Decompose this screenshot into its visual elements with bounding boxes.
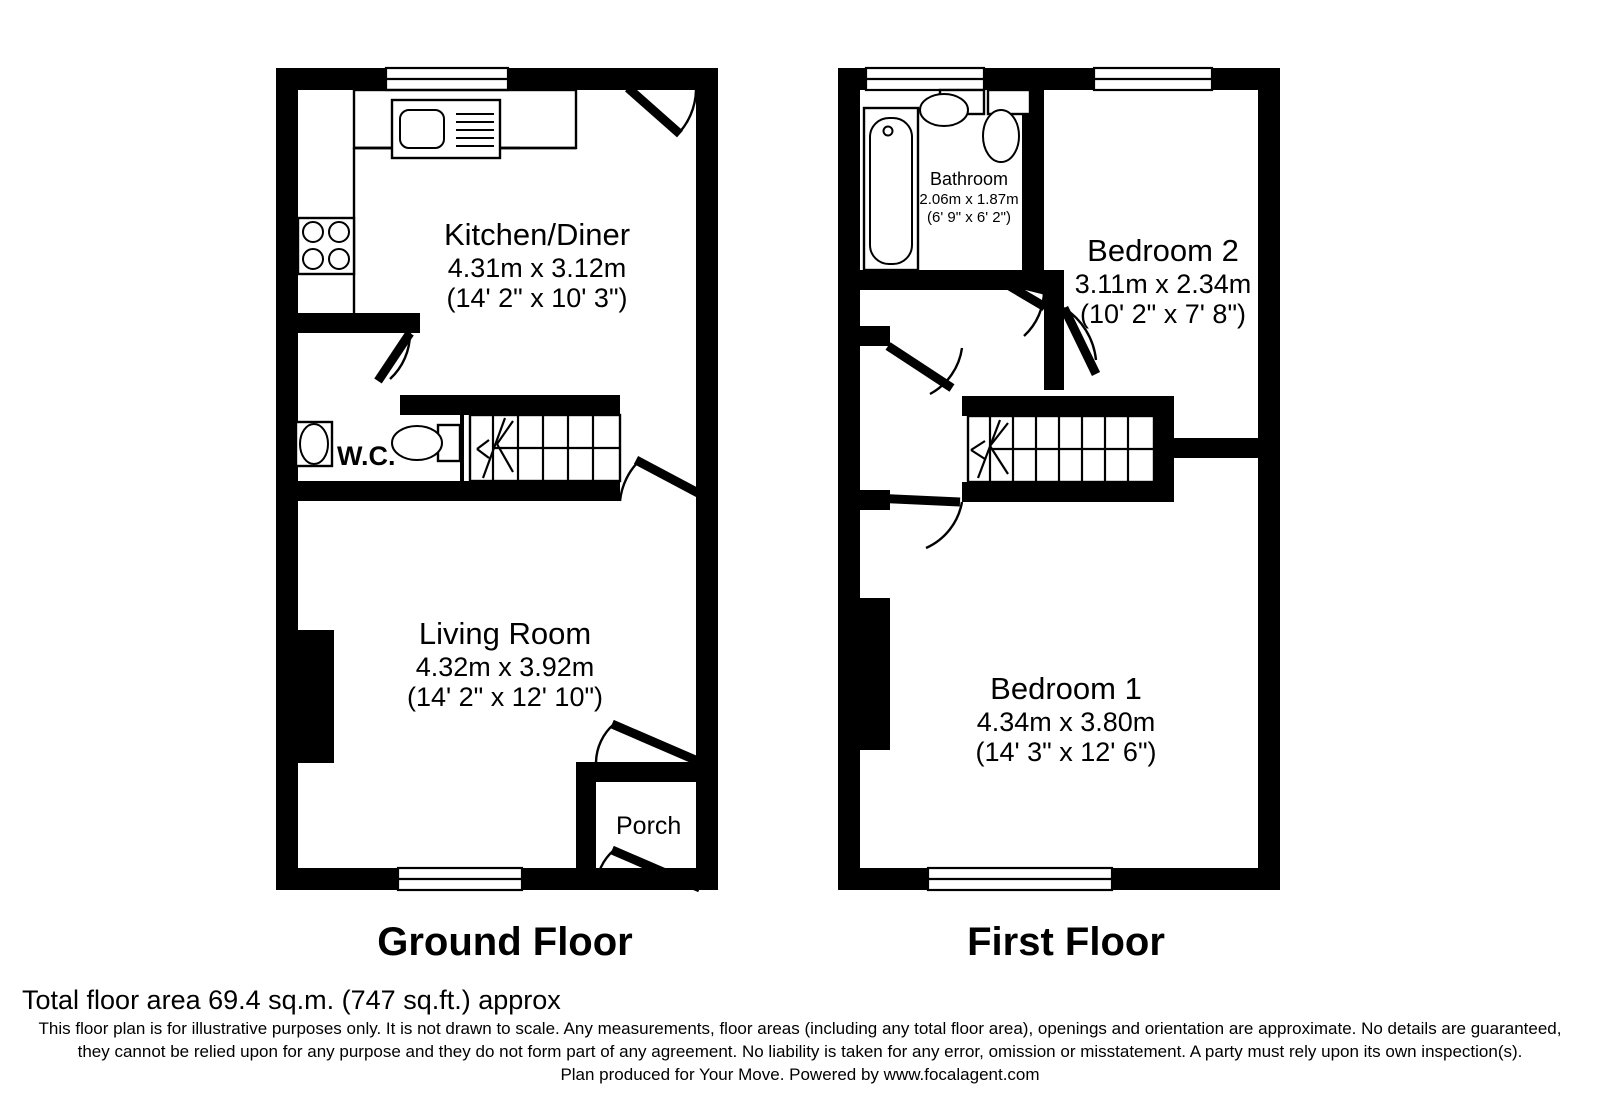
sink-icon	[390, 98, 502, 160]
bath-icon	[862, 106, 920, 272]
first-floor-doors	[860, 273, 1101, 550]
first-floor-labels: Bathroom 2.06m x 1.87m (6' 9" x 6' 2") B…	[919, 169, 1251, 964]
bedroom-1-dim-metric: 4.34m x 3.80m	[977, 707, 1156, 737]
ground-floor-labels: Kitchen/Diner 4.31m x 3.12m (14' 2" x 10…	[337, 217, 681, 964]
living-room-dim-metric: 4.32m x 3.92m	[416, 652, 595, 682]
bathroom-fittings	[862, 88, 1032, 272]
first-floor-windows	[864, 66, 1214, 892]
ground-floor-plan: Kitchen/Diner 4.31m x 3.12m (14' 2" x 10…	[276, 66, 718, 964]
disclaimer-line-1: This floor plan is for illustrative purp…	[38, 1019, 1562, 1038]
kitchen-window	[384, 66, 510, 92]
bedroom1-window	[926, 866, 1114, 892]
bathroom-dim-metric: 2.06m x 1.87m	[919, 191, 1018, 208]
kitchen-diner-dim-metric: 4.31m x 3.12m	[448, 253, 627, 283]
bedroom-1-name: Bedroom 1	[990, 671, 1142, 706]
bedroom2-window	[1092, 66, 1214, 92]
ground-floor-staircase	[468, 413, 622, 483]
bathroom-window	[864, 66, 986, 92]
credit-line: Plan produced for Your Move. Powered by …	[560, 1065, 1040, 1084]
bathroom-door	[993, 273, 1048, 337]
bedroom2-door	[1059, 306, 1101, 376]
bathroom-name: Bathroom	[930, 169, 1008, 189]
bathroom-toilet-icon	[982, 88, 1032, 163]
ground-floor-doors	[374, 68, 703, 893]
porch-inner-door	[594, 719, 702, 767]
bedroom-2-dim-metric: 3.11m x 2.34m	[1075, 269, 1252, 299]
wc-toilet-icon	[391, 423, 462, 463]
kitchen-diner-name: Kitchen/Diner	[444, 217, 630, 252]
porch-outer-door	[594, 845, 702, 893]
porch-label: Porch	[616, 812, 681, 840]
disclaimer-line-2: they cannot be relied upon for any purpo…	[77, 1042, 1523, 1061]
ground-floor-title: Ground Floor	[377, 920, 633, 964]
hob-icon	[296, 216, 356, 276]
ground-floor-windows	[384, 66, 524, 892]
wc-label: W.C.	[337, 441, 396, 471]
bedroom-2-dim-imperial: (10' 2" x 7' 8")	[1080, 299, 1246, 329]
kitchen-diner-dim-imperial: (14' 2" x 10' 3")	[446, 283, 627, 313]
living-room-name: Living Room	[419, 616, 591, 651]
landing-door	[885, 342, 964, 396]
kitchen-fittings	[296, 88, 578, 313]
bedroom-2-name: Bedroom 2	[1087, 233, 1239, 268]
rear-door	[620, 68, 698, 138]
living-room-window	[396, 866, 524, 892]
kitchen-door	[374, 330, 414, 384]
bedroom-1-dim-imperial: (14' 3" x 12' 6")	[975, 737, 1156, 767]
bathroom-basin-icon	[919, 88, 986, 127]
wc-fittings	[294, 415, 464, 481]
total-floor-area: Total floor area 69.4 sq.m. (747 sq.ft.)…	[22, 985, 561, 1015]
bathroom-dim-imperial: (6' 9" x 6' 2")	[927, 209, 1011, 226]
first-floor-staircase	[966, 414, 1156, 484]
first-floor-title: First Floor	[967, 920, 1165, 964]
hall-door	[618, 456, 703, 502]
first-floor-plan: Bathroom 2.06m x 1.87m (6' 9" x 6' 2") B…	[838, 66, 1280, 964]
footer: Total floor area 69.4 sq.m. (747 sq.ft.)…	[0, 985, 1600, 1086]
wc-basin-icon	[294, 420, 334, 468]
ground-floor-walls	[276, 68, 718, 890]
first-floor-walls	[838, 68, 1280, 890]
living-room-dim-imperial: (14' 2" x 12' 10")	[407, 682, 603, 712]
